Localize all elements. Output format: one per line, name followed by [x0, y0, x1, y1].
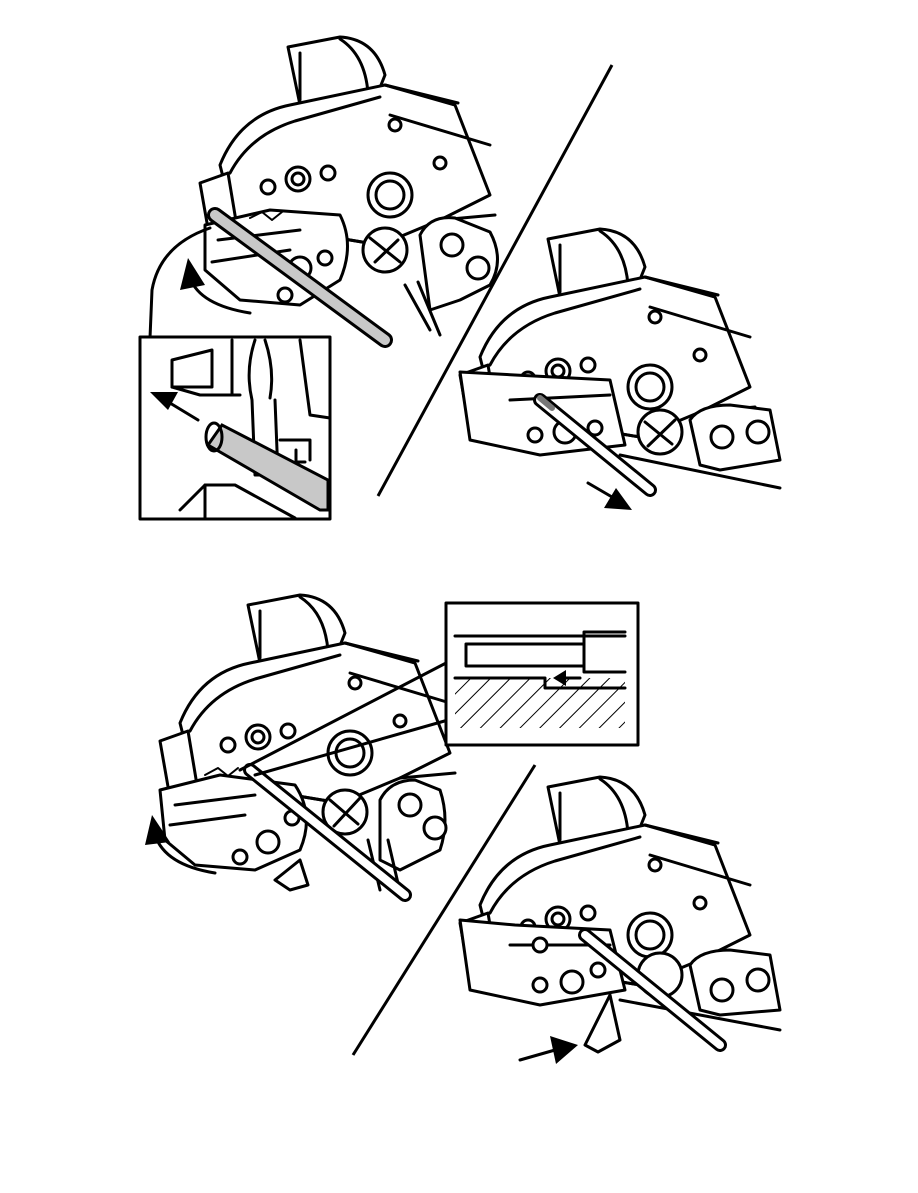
arrow-left-icon: [553, 670, 582, 686]
arrow-left-icon: [150, 392, 200, 422]
top-left-panel: [138, 35, 499, 521]
crimp-tool-open-jaws-icon: [148, 35, 499, 348]
wire-insertion-detail-icon: [138, 335, 332, 521]
wire-stop-cross-section-icon: [444, 601, 640, 747]
inset-leader-lines: [238, 660, 450, 777]
bottom-left-panel: [145, 593, 640, 902]
arrow-right-icon: [518, 1036, 578, 1064]
curved-arrow-icon: [180, 258, 252, 315]
panel-divider-line: [376, 64, 614, 497]
arrow-down-right-icon: [586, 481, 632, 510]
panel-divider-line: [351, 764, 537, 1056]
top-right-panel: [458, 227, 782, 510]
crimp-tool-release-icon: [158, 593, 457, 902]
crimp-tool-wire-withdraw-icon: [458, 227, 782, 497]
curved-arrow-icon: [145, 815, 217, 875]
bottom-right-panel: [458, 775, 782, 1064]
crimp-tool-lever-push-icon: [458, 775, 782, 1054]
